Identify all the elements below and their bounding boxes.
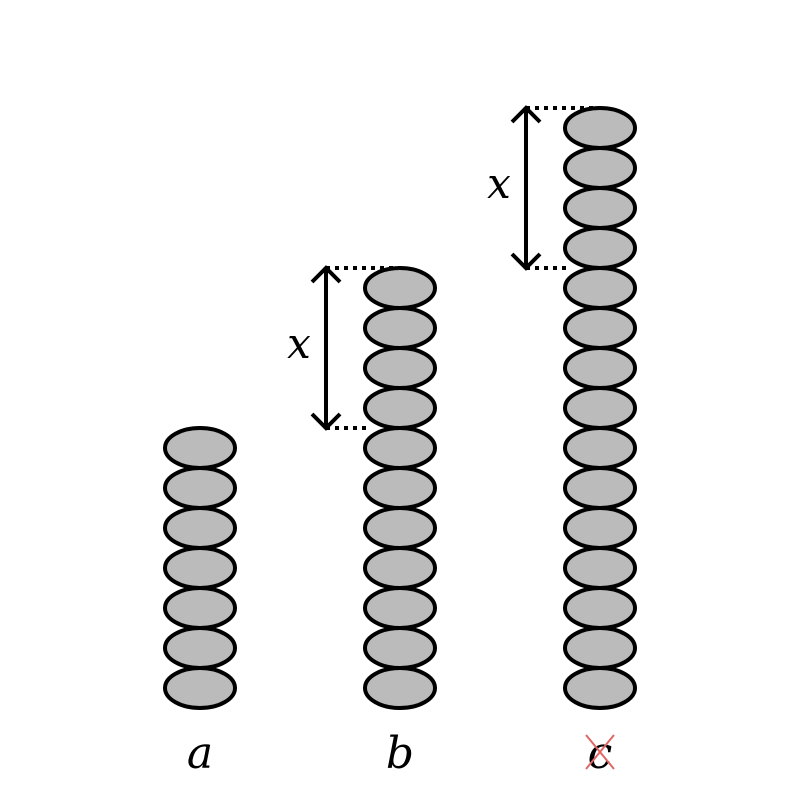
disk-b-7: [363, 426, 437, 470]
disk-c-12: [563, 226, 637, 270]
disk-a-3: [163, 586, 237, 630]
disk-c-3: [563, 586, 637, 630]
dimension-c-label: x: [487, 159, 511, 208]
disk-b-4: [363, 546, 437, 590]
dimension-c-arrowhead-up: [510, 105, 542, 124]
disk-a-1: [163, 666, 237, 710]
column-a-label: a: [187, 728, 213, 779]
disk-b-9: [363, 346, 437, 390]
disk-a-5: [163, 506, 237, 550]
disk-c-8: [563, 386, 637, 430]
dimension-b-arrowhead-down: [310, 412, 342, 431]
column-a: [163, 426, 237, 710]
disk-b-5: [363, 506, 437, 550]
strike-line-2: [585, 734, 615, 770]
disk-a-6: [163, 466, 237, 510]
disk-c-2: [563, 626, 637, 670]
disk-b-1: [363, 666, 437, 710]
column-c-strike-mark: [585, 734, 615, 770]
disk-c-13: [563, 186, 637, 230]
disk-c-4: [563, 546, 637, 590]
column-b: [310, 265, 437, 710]
disk-c-14: [563, 146, 637, 190]
disk-c-11: [563, 266, 637, 310]
column-c: [510, 105, 637, 710]
dimension-b-arrowhead-up: [310, 265, 342, 284]
column-b-label: b: [386, 728, 414, 779]
dimension-b-label: x: [287, 319, 311, 368]
disk-a-2: [163, 626, 237, 670]
disk-c-5: [563, 506, 637, 550]
disk-b-11: [363, 266, 437, 310]
disk-c-1: [563, 666, 637, 710]
disk-b-3: [363, 586, 437, 630]
disk-a-7: [163, 426, 237, 470]
disk-c-7: [563, 426, 637, 470]
disk-b-8: [363, 386, 437, 430]
disk-b-6: [363, 466, 437, 510]
disk-b-10: [363, 306, 437, 350]
dimension-c-arrowhead-down: [510, 252, 542, 271]
disk-c-15: [563, 106, 637, 150]
disk-b-2: [363, 626, 437, 670]
disk-c-6: [563, 466, 637, 510]
disk-a-4: [163, 546, 237, 590]
disk-c-10: [563, 306, 637, 350]
disk-c-9: [563, 346, 637, 390]
